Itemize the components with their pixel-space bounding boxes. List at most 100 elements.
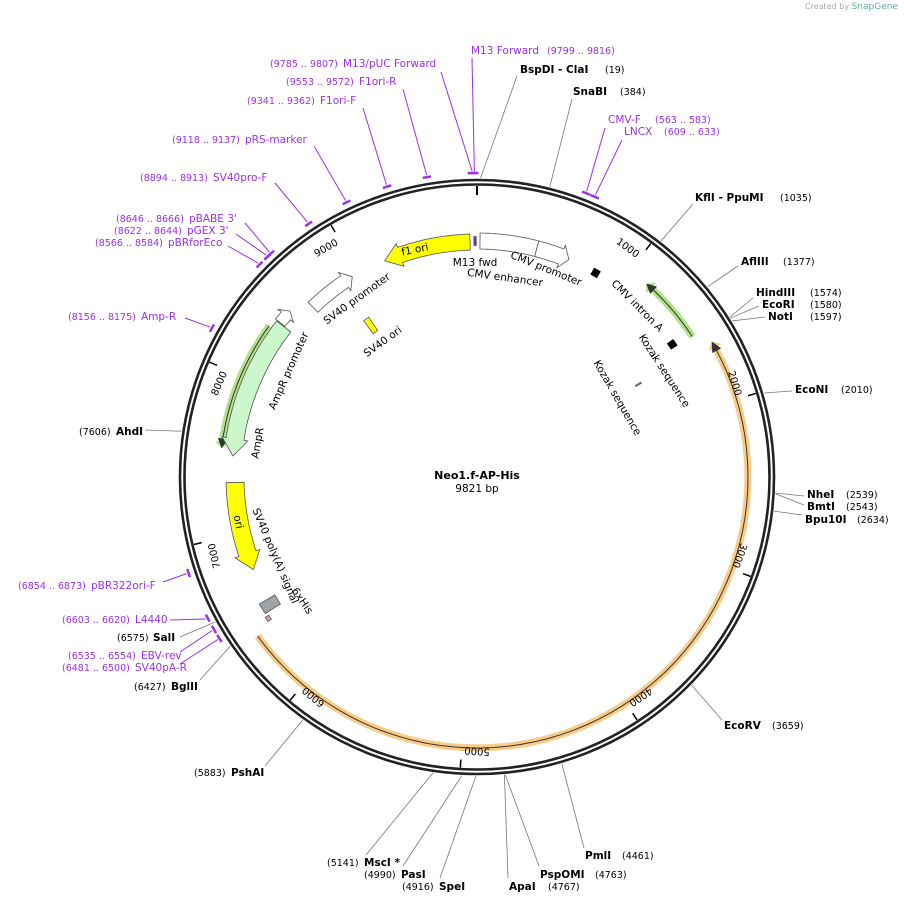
tick-mark (330, 224, 336, 233)
tick-label: 9000 (313, 238, 341, 260)
primer-name: pBRforEco (168, 237, 222, 249)
orf-layer (215, 282, 752, 752)
enzyme-name: MscI * (364, 857, 400, 869)
feature-label: AmpR (249, 427, 266, 460)
primer-range: (8646 .. 8666) (116, 214, 184, 225)
feature-label: Kozak sequence (636, 332, 692, 410)
enzyme-connector (480, 75, 518, 179)
orf-line (649, 286, 693, 337)
primer-mark (589, 193, 600, 200)
tick-label: 3000 (730, 542, 749, 570)
plasmid-name: Neo1.f-AP-His (434, 469, 520, 482)
primer-mark (186, 568, 192, 578)
primer-name: SV40pA-R (135, 662, 187, 674)
enzyme-connector (730, 305, 760, 319)
enzyme-position: (5883) (194, 768, 226, 779)
primer-connector (235, 233, 267, 256)
enzyme-connector (504, 774, 540, 867)
primer-range: (6854 .. 6873) (18, 581, 86, 592)
enzyme-position: (7606) (79, 427, 111, 438)
tick-label: 8000 (210, 370, 230, 398)
enzyme-name: AflIII (741, 256, 769, 268)
primer-name: SV40pro-F (213, 172, 267, 184)
orf-arrowhead (711, 341, 722, 353)
backbone-inner-strand (183, 183, 771, 771)
primer-mark (208, 323, 216, 333)
primer-name: L4440 (135, 614, 168, 626)
feature-label: CMV enhancer (466, 267, 544, 290)
enzyme-name: Bpu10I (805, 514, 847, 526)
primer-range: (8622 .. 8644) (114, 226, 182, 237)
enzyme-connector (732, 316, 766, 322)
feature-sv40-poly-a-signal (258, 594, 282, 615)
orf-arc (646, 282, 696, 339)
primer-range: (8156 .. 8175) (68, 312, 136, 323)
enzyme-name: EcoNI (795, 384, 828, 396)
enzyme-name: HindIII (756, 287, 795, 299)
primer-mark (382, 184, 392, 190)
enzyme-position: (2634) (857, 515, 889, 526)
primer-range: (9785 .. 9807) (270, 59, 338, 70)
enzyme-name: KflI - PpuMI (695, 192, 764, 204)
orf-line (257, 345, 749, 749)
primer-range: (6603 .. 6620) (62, 615, 130, 626)
primer-mark (422, 175, 432, 180)
primer-name: CMV-F (608, 114, 641, 126)
enzyme-position: (4461) (622, 851, 654, 862)
primer-range: (563 .. 583) (655, 115, 711, 126)
orf-arc (215, 323, 272, 449)
backbone-outer-strand (178, 178, 776, 776)
enzyme-position: (4916) (402, 882, 434, 893)
primer-connector (594, 139, 623, 196)
enzyme-connector (763, 390, 793, 394)
enzyme-position: (19) (605, 65, 625, 76)
enzyme-position: (2539) (846, 490, 878, 501)
enzyme-name: PspOMI (540, 869, 585, 881)
primer-name: EBV-rev (141, 650, 182, 662)
feature-label: f1 ori (400, 241, 429, 258)
enzyme-connector (775, 493, 805, 506)
primer-name: M13/pUC Forward (343, 58, 436, 70)
primer-range: (9341 .. 9362) (247, 96, 315, 107)
enzyme-name: PasI (401, 869, 426, 881)
enzyme-position: (2543) (846, 502, 878, 513)
enzyme-position: (1377) (783, 257, 815, 268)
feature-f1-ori (384, 233, 471, 267)
feature-kozak-sequence (635, 381, 642, 387)
feature-6xhis (264, 614, 273, 623)
primer-connector (184, 317, 211, 328)
enzyme-connector (179, 621, 216, 638)
primer-mark (204, 613, 211, 623)
primer-range: (8566 .. 8584) (95, 238, 163, 249)
feature-sv40-ori (363, 316, 379, 335)
enzyme-connector (199, 645, 231, 681)
primer-range: (9799 .. 9816) (547, 46, 615, 57)
feature-m13-fwd (473, 236, 477, 246)
primer-range: (6481 .. 6500) (62, 663, 130, 674)
tick-mark (632, 712, 638, 721)
tick-mark (747, 392, 756, 397)
feature-ampr (221, 320, 292, 457)
feature-sv40-promoter (307, 271, 353, 313)
primer-connector (227, 245, 259, 264)
enzyme-connector (691, 684, 723, 721)
primer-connector (162, 573, 187, 583)
feature-cmv-intron-a (590, 267, 601, 279)
enzyme-position: (5141) (327, 858, 359, 869)
primer-connector (471, 57, 475, 172)
enzyme-name: EcoRI (762, 299, 795, 311)
enzyme-name: SalI (153, 632, 175, 644)
primer-connector (179, 630, 213, 653)
primer-mark (216, 634, 223, 643)
primer-connector (244, 222, 270, 253)
tick-mark (289, 693, 296, 701)
tick-mark (209, 361, 218, 366)
enzyme-position: (6427) (134, 682, 166, 693)
tick-label: 1000 (614, 237, 641, 261)
enzyme-connector (264, 719, 304, 767)
primer-layer: M13 Forward(9799 .. 9816)M13/pUC Forward… (18, 45, 720, 674)
feature-cmv-enhancer (479, 232, 540, 257)
enzyme-name: SnaBI (573, 86, 607, 98)
enzyme-name: SpeI (439, 881, 465, 893)
